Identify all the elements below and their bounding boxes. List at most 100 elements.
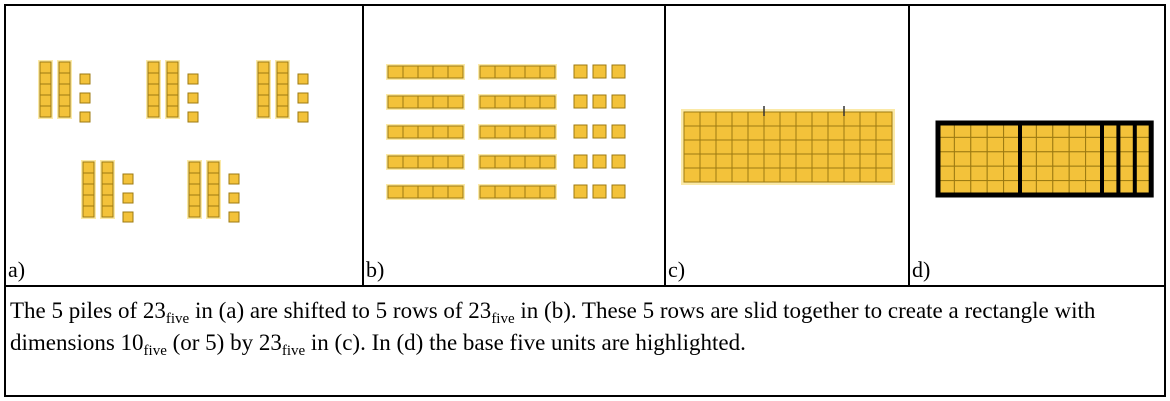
rod-cube [167,73,178,84]
rod-cube [189,173,200,184]
rod-cube [480,96,495,108]
rod-cube [167,106,178,117]
rod-cube [83,162,94,173]
unit-square [812,126,828,140]
rod-cube [525,156,540,168]
unit-square [764,168,780,182]
panel-a: a) [6,6,362,285]
rod-cube [40,62,51,73]
unit-square [844,154,860,168]
unit-square [1036,137,1052,151]
unit-square [876,154,892,168]
unit-square [796,168,812,182]
unit-square [748,168,764,182]
unit-square [828,112,844,126]
unit-square [971,166,987,180]
unit-square [1102,166,1118,180]
rows-illustration [364,6,664,246]
unit-square [732,140,748,154]
rod-cube [59,84,70,95]
rod-cube [388,186,403,198]
unit-square [1004,152,1020,166]
rod-cube [448,156,463,168]
rod-cube [418,186,433,198]
rectangle-illustration [666,6,908,246]
unit-square [780,126,796,140]
figure-caption: The 5 piles of 23five in (a) are shifted… [10,295,1160,359]
unit-square [1020,152,1036,166]
unit-square [954,152,970,166]
unit-square [1102,137,1118,151]
rod-cube [510,156,525,168]
unit-square [860,126,876,140]
unit-square [780,168,796,182]
rod-cube [525,186,540,198]
panel-d: d) [910,6,1164,285]
rod-cube [59,62,70,73]
rod-cube [40,106,51,117]
rod-cube [277,95,288,106]
unit-cube [612,95,625,108]
unit-square [700,168,716,182]
rod-cube [208,184,219,195]
rod-cube [59,106,70,117]
unit-square [748,140,764,154]
panel-a-label: a) [8,258,25,282]
rod-cube [495,156,510,168]
rod-cube [418,156,433,168]
unit-cube [298,74,308,84]
unit-square [987,166,1003,180]
panel-d-label: d) [912,258,930,282]
rod-cube [40,73,51,84]
rod-cube [59,95,70,106]
unit-square [844,140,860,154]
unit-square [860,140,876,154]
rod-cube [277,106,288,117]
unit-square [844,126,860,140]
unit-cube [80,112,90,122]
unit-square [684,112,700,126]
unit-square [1069,152,1085,166]
rod-cube [448,96,463,108]
rod-cube [102,173,113,184]
unit-cube [229,193,239,203]
unit-square [700,140,716,154]
unit-cube [123,212,133,222]
rod-cube [510,126,525,138]
rod-cube [59,73,70,84]
caption-part-4: (or 5) by 23 [167,330,282,355]
caption-part-5: in (c). In (d) the base five units are h… [305,330,746,355]
base-subscript: five [491,311,514,327]
unit-square [684,168,700,182]
unit-square [876,112,892,126]
rod-cube [83,195,94,206]
rod-cube [480,186,495,198]
rod-cube [83,173,94,184]
unit-square [716,154,732,168]
unit-square [732,126,748,140]
rod-cube [277,73,288,84]
rod-cube [403,156,418,168]
unit-cube [188,112,198,122]
unit-square [844,112,860,126]
rod-cube [167,95,178,106]
unit-square [684,140,700,154]
unit-square [780,112,796,126]
rod-cube [40,84,51,95]
unit-square [987,152,1003,166]
unit-square [812,168,828,182]
unit-cube [298,112,308,122]
rod-cube [448,66,463,78]
panel-c-label: c) [668,258,685,282]
rod-cube [540,96,555,108]
rod-cube [433,96,448,108]
unit-square [716,126,732,140]
unit-square [860,112,876,126]
unit-square [1020,137,1036,151]
unit-square [684,126,700,140]
row-divider [4,285,1166,287]
unit-square [764,154,780,168]
rod-cube [433,156,448,168]
unit-square [1118,166,1134,180]
unit-square [1036,166,1052,180]
